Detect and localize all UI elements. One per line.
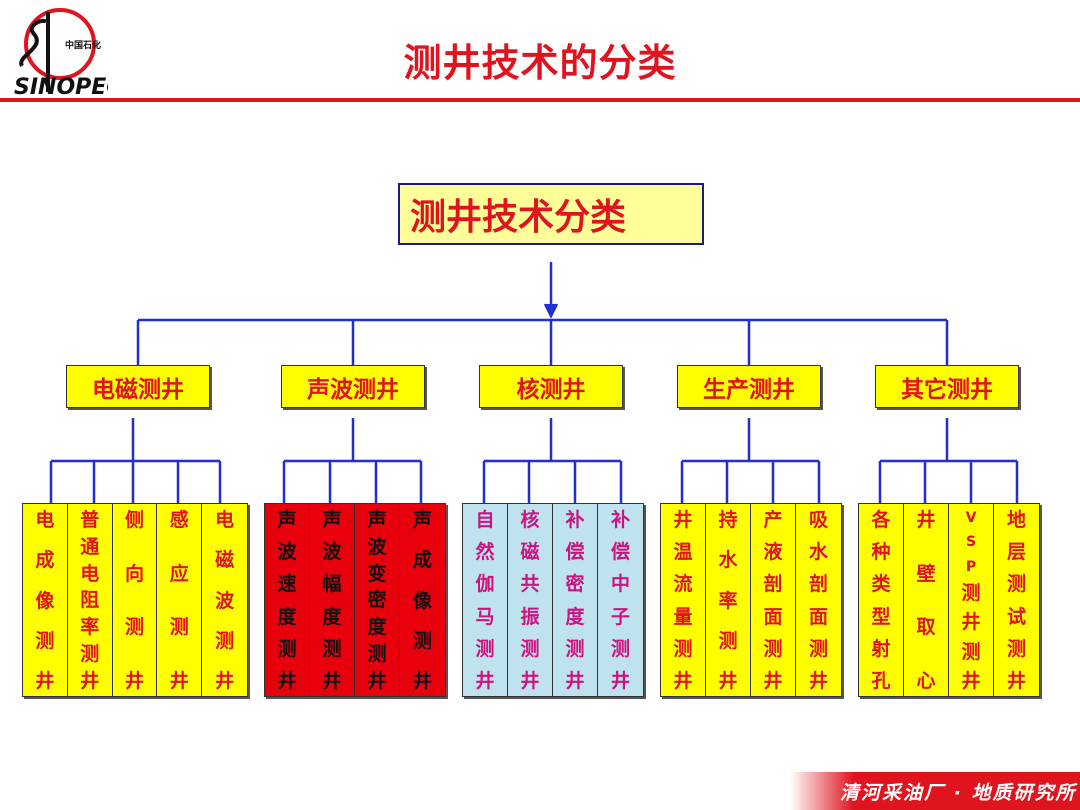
svg-text:中国石化: 中国石化 (65, 39, 101, 51)
leaf-node: 声成像测井 (400, 504, 445, 696)
leaf-group-nuclear: 自然伽马测井核磁共振测井补偿密度测井补偿中子测井 (462, 503, 644, 697)
leaf-node: 补偿密度测井 (553, 504, 598, 696)
leaf-node: 声波幅度测井 (310, 504, 355, 696)
leaf-node: 井温流量测井 (661, 504, 706, 696)
leaf-node: 井壁取心 (904, 504, 949, 696)
leaf-node: 感应测井 (157, 504, 203, 696)
leaf-node: 电成像测井 (23, 504, 68, 696)
svg-text:SINOPEC: SINOPEC (14, 75, 108, 96)
leaf-node: 声波速度测井 (265, 504, 310, 696)
leaf-group-production: 井温流量测井持水率测井产液剖面测井吸水剖面测井 (660, 503, 842, 697)
leaf-node: 电磁波测井 (202, 504, 247, 696)
category-other: 其它测井 (875, 365, 1019, 408)
leaf-node: 自然伽马测井 (463, 504, 508, 696)
leaf-node: 核磁共振测井 (508, 504, 553, 696)
sinopec-logo: 中国石化 SINOPEC (14, 8, 108, 96)
footer-band (790, 772, 1080, 810)
category-acoustic: 声波测井 (281, 365, 425, 408)
root-node: 测井技术分类 (398, 183, 704, 245)
leaf-node: 产液剖面测井 (751, 504, 796, 696)
leaf-node: 地层测试测井 (994, 504, 1039, 696)
leaf-node: 持水率测井 (706, 504, 751, 696)
title-divider (0, 98, 1080, 102)
leaf-node: 侧向测井 (112, 504, 158, 696)
leaf-node: 普通电阻率测井 (67, 504, 113, 696)
page-title: 测井技术的分类 (403, 41, 677, 85)
footer-text: 清河采油厂 · 地质研究所 (840, 782, 1077, 804)
category-electromagnetic: 电磁测井 (66, 365, 210, 408)
leaf-group-electromagnetic: 电成像测井普通电阻率测井侧向测井感应测井电磁波测井 (22, 503, 248, 697)
leaf-node: 吸水剖面测井 (796, 504, 841, 696)
category-production: 生产测井 (677, 365, 821, 408)
leaf-group-acoustic: 声波速度测井声波幅度测井声波变密度测井声成像测井 (264, 503, 446, 697)
leaf-node: 各种类型射孔 (859, 504, 904, 696)
leaf-node: 声波变密度测井 (355, 504, 400, 696)
leaf-node: 补偿中子测井 (598, 504, 643, 696)
category-nuclear: 核测井 (479, 365, 623, 408)
